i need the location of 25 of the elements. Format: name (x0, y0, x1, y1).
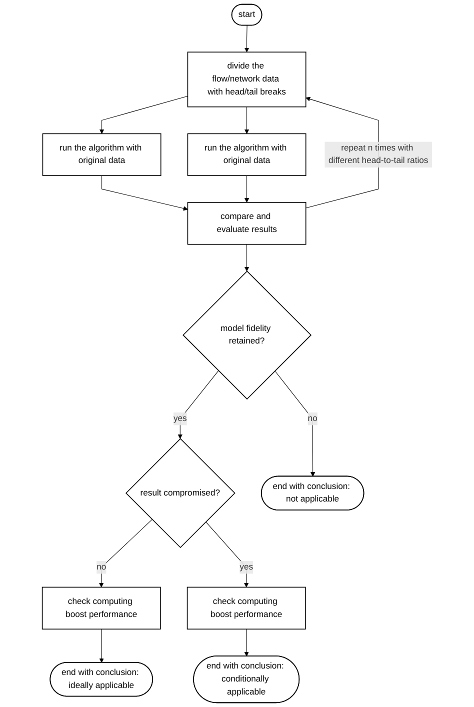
arrow (274, 370, 315, 477)
node-box: check computing boost performance (42, 586, 161, 630)
node-diamond: model fidelity retained? (182, 270, 312, 400)
node-box: divide the flow/network data with head/tail breaks (187, 52, 306, 108)
arrow (101, 175, 188, 211)
arrow (244, 628, 249, 656)
arrow (244, 175, 249, 203)
arrow (98, 519, 152, 588)
arrow (99, 96, 188, 134)
arrow (244, 244, 249, 272)
node-box: check computing boost performance (186, 586, 306, 630)
node-diamond: result compromised? (125, 438, 236, 548)
node-box: run the algorithm with original data (187, 133, 306, 176)
node-box: compare and evaluate results (187, 202, 306, 245)
edge-label: yes (173, 414, 187, 424)
arrow (244, 106, 249, 134)
edge-label: yes (239, 562, 253, 572)
edge-label: no (308, 414, 318, 424)
arrow (244, 25, 249, 52)
edge-label: no (96, 562, 106, 572)
arrow (178, 370, 219, 439)
arrow (205, 522, 249, 588)
node-box: run the algorithm with original data (42, 133, 162, 176)
edge-label: repeat n times with different head-to-tail ratios (328, 143, 428, 166)
arrow (99, 628, 104, 663)
